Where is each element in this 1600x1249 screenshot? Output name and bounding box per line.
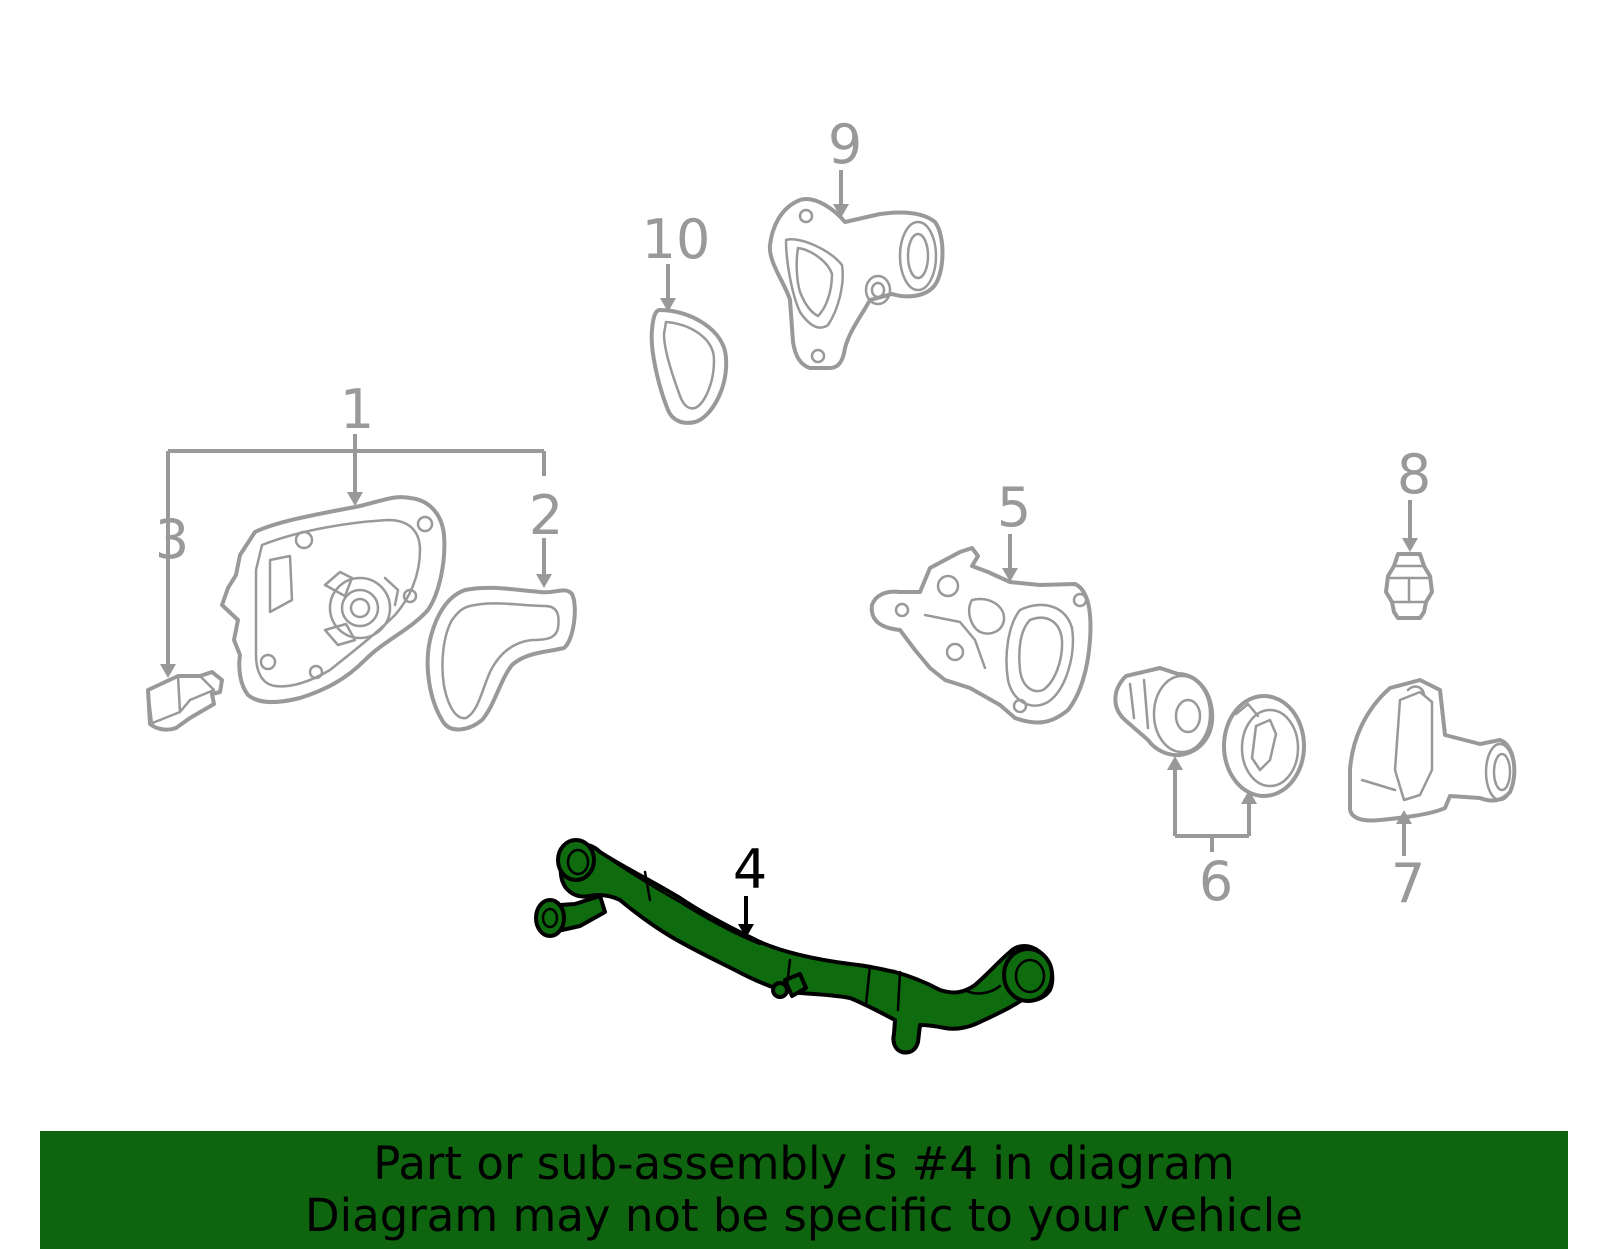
- part-4-water-pipe[interactable]: [534, 838, 1055, 1055]
- label-5: 5: [997, 476, 1031, 539]
- part-6-thermostat[interactable]: [1113, 666, 1215, 758]
- label-4: 4: [733, 838, 767, 901]
- callout-4: 4: [733, 838, 767, 938]
- info-banner: Part or sub-assembly is #4 in diagram Di…: [40, 1131, 1568, 1249]
- callout-8: 8: [1397, 443, 1431, 552]
- part-7-water-inlet[interactable]: [1348, 678, 1517, 823]
- part-1-water-pump[interactable]: [220, 495, 447, 705]
- callout-6: 6: [1167, 756, 1257, 913]
- callout-1-2-3: 1 2 3: [155, 378, 563, 678]
- callout-5: 5: [997, 476, 1031, 582]
- label-8: 8: [1397, 443, 1431, 506]
- part-5-thermostat-housing[interactable]: [869, 546, 1093, 725]
- part-8-sensor[interactable]: [1384, 552, 1434, 620]
- part-3-bracket[interactable]: [146, 670, 224, 732]
- label-6: 6: [1199, 850, 1233, 913]
- label-2: 2: [529, 484, 563, 547]
- callout-9: 9: [828, 113, 862, 218]
- callout-10: 10: [642, 208, 711, 312]
- label-3: 3: [155, 508, 189, 571]
- label-9: 9: [828, 113, 862, 176]
- part-6-seal[interactable]: [1222, 694, 1306, 798]
- banner-line-1: Part or sub-assembly is #4 in diagram: [373, 1137, 1235, 1190]
- label-7: 7: [1391, 852, 1425, 915]
- part-10-gasket[interactable]: [649, 308, 729, 425]
- label-1: 1: [340, 378, 374, 441]
- callout-7: 7: [1391, 810, 1425, 915]
- part-2-gasket[interactable]: [425, 585, 577, 732]
- banner-line-2: Diagram may not be specific to your vehi…: [305, 1189, 1303, 1242]
- part-9-water-outlet[interactable]: [767, 197, 945, 370]
- label-10: 10: [642, 208, 711, 271]
